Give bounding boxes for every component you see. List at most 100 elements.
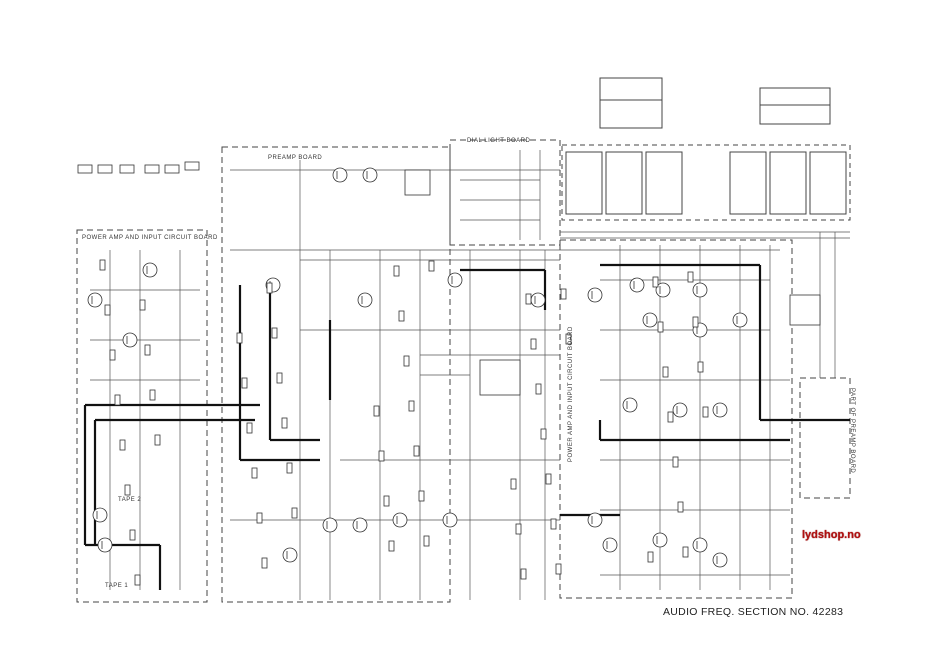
resistor-symbol <box>408 400 415 412</box>
transistor-symbol <box>447 272 463 288</box>
resistor-symbol <box>560 288 567 300</box>
resistor-symbol <box>662 366 669 378</box>
ic-block <box>479 359 521 396</box>
label-tape2: TAPE 2 <box>118 497 142 503</box>
resistor-symbol <box>652 276 659 288</box>
resistor-symbol <box>271 327 278 339</box>
transistor-symbol <box>530 292 546 308</box>
transistor-symbol <box>672 402 688 418</box>
transistor-symbol <box>332 167 348 183</box>
transistor-symbol <box>142 262 158 278</box>
legend-symbol <box>119 164 135 174</box>
resistor-symbol <box>124 484 131 496</box>
resistor-symbol <box>418 490 425 502</box>
section-title: AUDIO FREQ. SECTION NO. 42283 <box>663 606 844 618</box>
resistor-symbol <box>109 349 116 361</box>
resistor-symbol <box>428 260 435 272</box>
transistor-symbol <box>712 402 728 418</box>
transistor-symbol <box>282 547 298 563</box>
resistor-symbol <box>550 518 557 530</box>
board-preamp <box>221 146 451 603</box>
resistor-symbol <box>510 478 517 490</box>
resistor-symbol <box>286 462 293 474</box>
resistor-symbol <box>114 394 121 406</box>
resistor-symbol <box>393 265 400 277</box>
resistor-symbol <box>565 333 572 345</box>
resistor-symbol <box>256 512 263 524</box>
resistor-symbol <box>266 282 273 294</box>
bridge-rectifier <box>404 169 431 196</box>
resistor-symbol <box>246 422 253 434</box>
module-boxes <box>565 151 847 215</box>
resistor-symbol <box>134 574 141 586</box>
resistor-symbol <box>388 540 395 552</box>
resistor-symbol <box>383 495 390 507</box>
resistor-symbol <box>261 557 268 569</box>
transistor-symbol <box>692 537 708 553</box>
legend-symbol <box>77 164 93 174</box>
label-power-amp-left: POWER AMP AND INPUT CIRCUIT BOARD <box>82 235 218 241</box>
board-top-modules <box>561 144 851 221</box>
resistor-symbol <box>129 529 136 541</box>
transistor-symbol <box>352 517 368 533</box>
transistor-symbol <box>97 537 113 553</box>
resistor-symbol <box>251 467 258 479</box>
label-dial-light: DIAL LIGHT BOARD <box>467 138 531 144</box>
resistor-symbol <box>677 501 684 513</box>
legend-symbol <box>164 164 180 174</box>
transistor-symbol <box>629 277 645 293</box>
transistor-symbol <box>652 532 668 548</box>
resistor-symbol <box>104 304 111 316</box>
resistor-symbol <box>515 523 522 535</box>
resistor-symbol <box>119 439 126 451</box>
resistor-symbol <box>291 507 298 519</box>
legend-symbol <box>184 161 200 171</box>
resistor-symbol <box>667 411 674 423</box>
bridge-rectifier <box>789 294 821 326</box>
transistor-symbol <box>362 167 378 183</box>
resistor-symbol <box>545 473 552 485</box>
resistor-symbol <box>398 310 405 322</box>
transistor-symbol <box>442 512 458 528</box>
transistor-symbol <box>655 282 671 298</box>
resistor-symbol <box>697 361 704 373</box>
resistor-symbol <box>276 372 283 384</box>
transistor-symbol <box>692 282 708 298</box>
transistor-symbol <box>712 552 728 568</box>
resistor-symbol <box>682 546 689 558</box>
transistor-symbol <box>122 332 138 348</box>
resistor-symbol <box>423 535 430 547</box>
resistor-symbol <box>241 377 248 389</box>
resistor-symbol <box>373 405 380 417</box>
transistor-symbol <box>732 312 748 328</box>
board-dial-light <box>449 139 561 246</box>
resistor-symbol <box>525 293 532 305</box>
resistor-symbol <box>540 428 547 440</box>
board-part-of-preamp <box>799 377 851 499</box>
resistor-symbol <box>144 344 151 356</box>
resistor-symbol <box>403 355 410 367</box>
transistor-symbol <box>622 397 638 413</box>
resistor-symbol <box>672 456 679 468</box>
resistor-symbol <box>149 389 156 401</box>
transistor-symbol <box>87 292 103 308</box>
transistor-symbol <box>587 512 603 528</box>
resistor-symbol <box>281 417 288 429</box>
label-part-of-preamp: PART OF PREAMP BOARD <box>849 388 855 474</box>
transistor-symbol <box>642 312 658 328</box>
resistor-symbol <box>378 450 385 462</box>
resistor-symbol <box>657 321 664 333</box>
board-power-amp-left <box>76 229 208 603</box>
label-power-amp-right: POWER AMP AND INPUT CIRCUIT BOARD <box>568 326 574 462</box>
label-preamp: PREAMP BOARD <box>268 155 323 161</box>
resistor-symbol <box>154 434 161 446</box>
resistor-symbol <box>99 259 106 271</box>
legend-symbol <box>144 164 160 174</box>
resistor-symbol <box>139 299 146 311</box>
resistor-symbol <box>647 551 654 563</box>
transistor-symbol <box>92 507 108 523</box>
resistor-symbol <box>702 406 709 418</box>
resistor-symbol <box>236 332 243 344</box>
